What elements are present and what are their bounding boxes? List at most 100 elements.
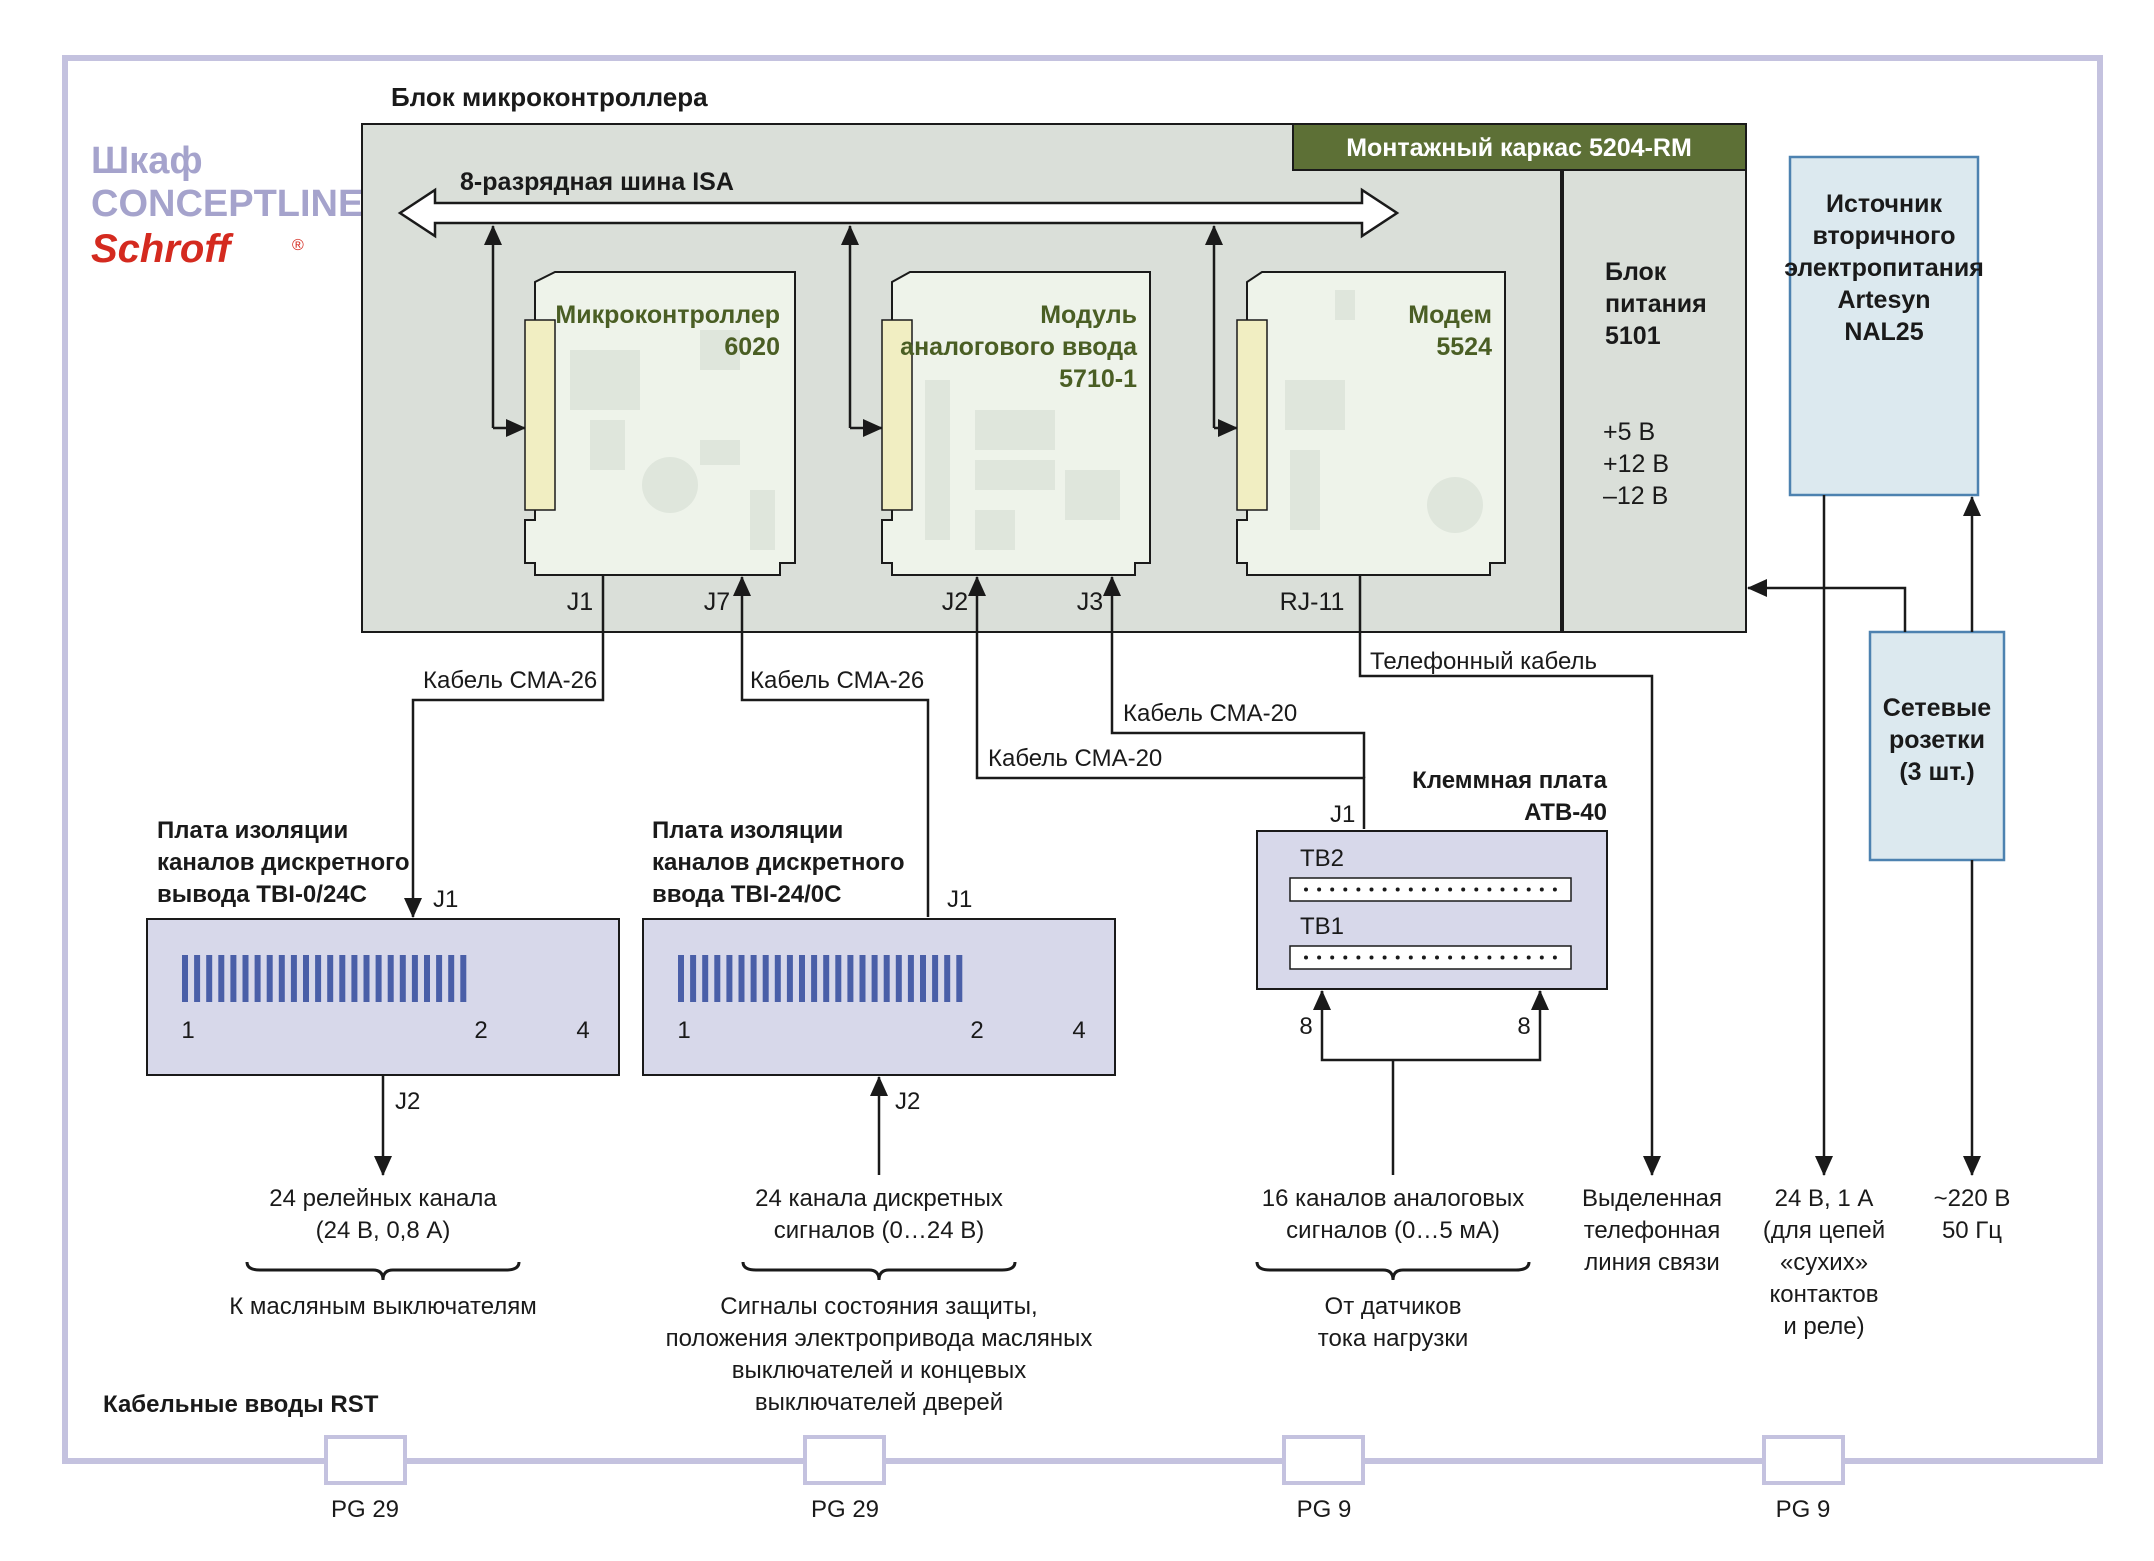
terminal-dot [1330,955,1335,960]
terminal-dot [1343,955,1348,960]
rack-bar [1292,123,1747,171]
atb-left-8: 8 [1299,1013,1312,1040]
terminal-dot [1369,887,1374,892]
channel-bar [399,955,406,1002]
tbi-out-title-1: Плата изоляции [157,817,348,844]
modem-edge-connector [1236,319,1268,511]
discrete-note-1: Сигналы состояния защиты, [720,1293,1037,1320]
dry-line-1: 24 В, 1 А [1775,1185,1874,1212]
terminal-dot [1461,955,1466,960]
channel-bar [690,955,697,1002]
secondary-psu-line-4: Artesyn [1837,286,1930,314]
sockets-line-1: Сетевые [1883,694,1991,722]
discrete-brace [741,1261,1017,1281]
terminal-dot [1395,955,1400,960]
tbi-in-num-2: 2 [970,1017,983,1044]
sockets-line-3: (3 шт.) [1899,758,1974,786]
channel-bar [714,955,721,1002]
channel-bar [363,955,370,1002]
terminal-dot [1448,955,1453,960]
terminal-dot [1526,887,1531,892]
brand-text: Schroff [91,227,234,271]
terminal-dot [1539,955,1544,960]
secondary-psu-line-1: Источник [1826,190,1942,218]
channel-bar [242,955,249,1002]
adc-edge-connector [881,319,913,511]
terminal-dot [1526,955,1531,960]
tbi-out-num-2: 2 [474,1017,487,1044]
psu-line-1: Блок [1605,258,1667,286]
terminal-dot [1435,887,1439,892]
atb-tb1-strip [1289,945,1572,970]
terminal-dot [1500,887,1505,892]
terminal-dot [1369,955,1374,960]
cable-entry-label-1: PG 29 [331,1496,399,1523]
channel-bar [774,955,781,1002]
tbi-out-j2: J2 [395,1088,420,1115]
mcu-conn-j7: J7 [704,588,730,616]
psu-voltage-2: +12 В [1603,450,1669,478]
cable-entry-label-2: PG 29 [811,1496,879,1523]
cabinet-frame [62,55,2103,1464]
relay-note: К масляным выключателям [229,1293,537,1320]
channel-bar [738,955,745,1002]
terminal-dot [1461,887,1466,892]
cable-cma26-out [404,575,605,918]
dry-line-2: (для цепей [1763,1217,1885,1244]
secondary-psu-line-2: вторичного [1812,222,1955,250]
channel-bar [811,955,818,1002]
terminal-dot [1356,955,1361,960]
atb-tb1: TB1 [1300,913,1344,940]
terminal-dot [1539,887,1544,892]
channel-bar [460,955,467,1002]
board-modem: Модем 5524 [1236,271,1506,576]
terminal-dot [1421,887,1426,892]
board-mcu: Микроконтроллер 6020 [524,271,796,576]
channel-bar [339,955,346,1002]
cable-entry-4 [1762,1435,1845,1485]
tbi-in-title-3: ввода TBI-24/0C [652,881,841,908]
terminal-dot [1487,955,1492,960]
adc-model: 5710-1 [1059,365,1137,393]
terminal-dot [1382,887,1387,892]
mcu-name: Микроконтроллер [555,301,780,329]
schroff-logo: Schroff ® [91,227,304,271]
channel-bar [907,955,914,1002]
atb-title-1: Клеммная плата [1412,767,1607,794]
tbi-in-board [642,918,1116,1076]
sockets-line-2: розетки [1889,726,1985,754]
terminal-dot [1552,887,1557,892]
psu-line-3: 5101 [1605,322,1661,350]
terminal-dot [1487,887,1492,892]
channel-bar [702,955,709,1002]
terminal-dot [1382,955,1387,960]
cable-label-2: Кабель СМА-26 [750,667,924,694]
terminal-dot [1356,887,1361,892]
mcu-conn-j1: J1 [567,588,593,616]
terminal-dot [1343,887,1348,892]
atb-sensor-fork [1320,991,1542,1062]
channel-bar [895,955,902,1002]
channel-bar [835,955,842,1002]
modem-conn-rj11: RJ-11 [1280,588,1345,616]
atb-tb2-terminals [1304,887,1557,892]
cabinet-title-1: Шкаф [91,140,203,182]
adc-conn-j3: J3 [1077,588,1103,616]
discrete-line-2: сигналов (0…24 В) [774,1217,985,1244]
tbi-in-num-4: 4 [1072,1017,1085,1044]
tbi-out-title-3: вывода TBI-0/24C [157,881,367,908]
tbi-in-title-1: Плата изоляции [652,817,843,844]
modem-name: Модем [1408,301,1492,329]
modem-model: 5524 [1436,333,1492,361]
isa-bus-label: 8-разрядная шина ISA [460,168,734,196]
channel-bar [678,955,684,1002]
cable-cma20-j3 [1103,576,1366,778]
rack-label: Монтажный каркас 5204-RM [1346,134,1692,162]
channel-bar [750,955,757,1002]
channel-bar [278,955,285,1002]
relay-line-1: 24 релейных канала [269,1185,497,1212]
terminal-dot [1513,887,1518,892]
tbi-out-num-1: 1 [181,1017,194,1044]
tbi-out-j1: J1 [433,886,458,913]
